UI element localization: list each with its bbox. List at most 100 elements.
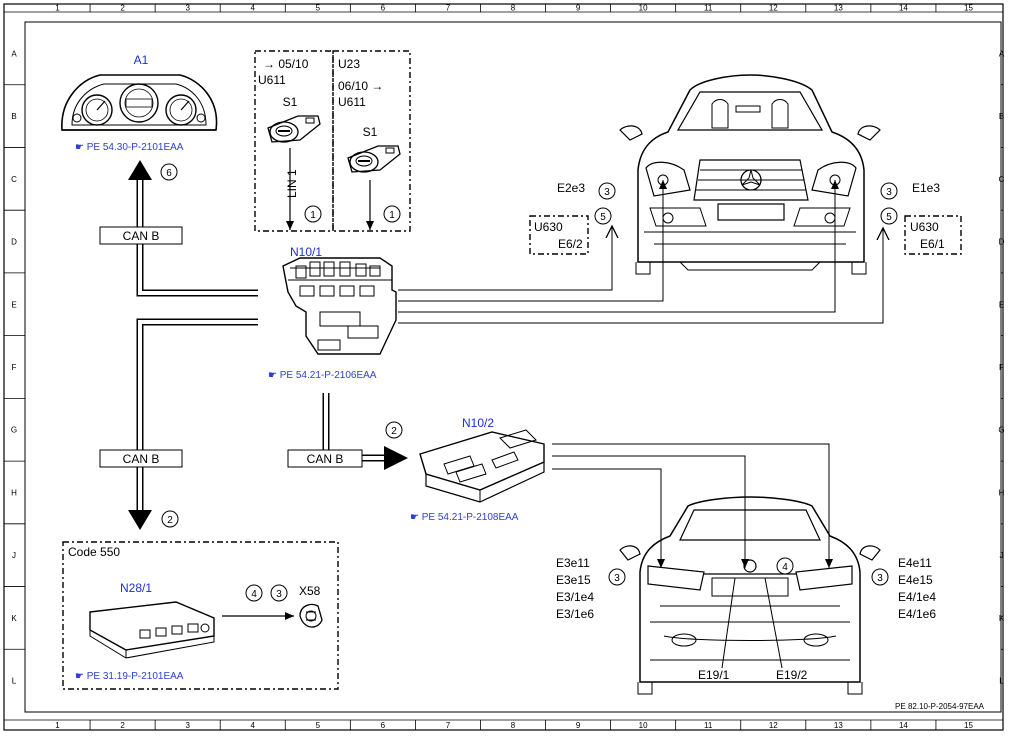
grid-col-bottom-label: 3 bbox=[185, 721, 190, 730]
svg-text:3: 3 bbox=[886, 187, 892, 198]
can-b-box-mid bbox=[99, 449, 183, 468]
circle-n28: 2 bbox=[161, 510, 179, 528]
rear-bottom-right-label: E19/2 bbox=[776, 668, 808, 682]
grid-row-left-label: C bbox=[11, 175, 17, 184]
module-n10-1 bbox=[282, 257, 397, 355]
grid-col-top-label: 11 bbox=[704, 4, 713, 13]
grid-col-top-label: 1 bbox=[55, 4, 60, 13]
rear-left-label-4: E3/1e6 bbox=[556, 607, 594, 621]
grid-col-bottom-label: 7 bbox=[446, 721, 451, 730]
circle-x58-b: 3 bbox=[270, 584, 288, 602]
n10-1-ref-link[interactable]: ☛ PE 54.21-P-2106EAA bbox=[268, 370, 377, 381]
grid-col-bottom-label: 4 bbox=[251, 721, 256, 730]
grid-col-top-label: 12 bbox=[769, 4, 778, 13]
front-left-lamp-label: E2e3 bbox=[557, 181, 585, 195]
svg-text:3: 3 bbox=[276, 589, 282, 600]
grid-row-left-label: L bbox=[12, 677, 17, 686]
grid-row-right-label: K bbox=[999, 614, 1005, 623]
front-right-box-line1: U630 bbox=[910, 220, 939, 234]
svg-text:5: 5 bbox=[886, 212, 892, 223]
grid-col-bottom-label: 9 bbox=[576, 721, 581, 730]
switch-left-line1: → 05/10 bbox=[263, 57, 309, 71]
rear-right-label-3: E4/1e4 bbox=[898, 590, 936, 604]
grid-row-right-label: J bbox=[1000, 551, 1004, 560]
n28-1-label: N28/1 bbox=[120, 581, 152, 595]
grid-col-top-label: 10 bbox=[639, 4, 648, 13]
grid-labels: 1122334455667788991010111112121313141415… bbox=[11, 4, 1005, 731]
grid-row-right-label: B bbox=[999, 112, 1004, 121]
circle-lin-left: 1 bbox=[304, 205, 322, 223]
line-e2e3 bbox=[398, 180, 667, 302]
front-right-box-line2: E6/1 bbox=[920, 237, 945, 251]
n28-1-ref-link[interactable]: ☛ PE 31.19-P-2101EAA bbox=[75, 671, 184, 682]
rear-left-label-3: E3/1e4 bbox=[556, 590, 594, 604]
switch-box-right bbox=[332, 50, 411, 232]
front-left-box-line2: E6/2 bbox=[558, 237, 583, 251]
line-rear-right bbox=[552, 443, 833, 568]
front-right-option-box bbox=[904, 215, 962, 255]
grid-col-bottom-label: 8 bbox=[511, 721, 516, 730]
grid-col-top-label: 7 bbox=[446, 4, 451, 13]
grid-row-right-label: L bbox=[999, 677, 1004, 686]
grid-row-left-label: B bbox=[11, 112, 16, 121]
svg-text:3: 3 bbox=[614, 573, 620, 584]
switch-left-s1: S1 bbox=[283, 95, 298, 109]
grid-row-left-label: G bbox=[11, 426, 17, 435]
grid-row-right-label: C bbox=[999, 175, 1005, 184]
grid-col-top-label: 8 bbox=[511, 4, 516, 13]
line-e6-1 bbox=[398, 228, 883, 324]
lin1-label: LIN 1 bbox=[285, 169, 299, 198]
line-rear-left bbox=[552, 468, 665, 568]
front-left-box-line1: U630 bbox=[534, 220, 563, 234]
svg-text:3: 3 bbox=[877, 573, 883, 584]
grid-col-top-label: 13 bbox=[834, 4, 843, 13]
svg-text:4: 4 bbox=[251, 589, 257, 600]
circle-a1: 6 bbox=[160, 163, 178, 181]
circle-n10-2: 2 bbox=[385, 421, 403, 439]
grid-col-bottom-label: 12 bbox=[769, 721, 778, 730]
circle-lin-right: 1 bbox=[383, 205, 401, 223]
outer-frame bbox=[3, 3, 1004, 731]
leader-e19-2 bbox=[764, 577, 783, 669]
grid-col-bottom-label: 1 bbox=[55, 721, 60, 730]
grid-col-top-label: 5 bbox=[316, 4, 321, 13]
can-b-label-top: CAN B bbox=[123, 229, 160, 243]
grid-row-left-label: H bbox=[11, 488, 17, 497]
line-rear-center bbox=[552, 455, 749, 568]
svg-text:2: 2 bbox=[391, 426, 397, 437]
rear-right-label-2: E4e15 bbox=[898, 573, 933, 587]
grid-col-bottom-label: 11 bbox=[704, 721, 713, 730]
grid-col-top-label: 4 bbox=[251, 4, 256, 13]
grid-col-top-label: 9 bbox=[576, 4, 581, 13]
grid-row-left-label: D bbox=[11, 238, 17, 247]
a1-label: A1 bbox=[134, 53, 149, 67]
rear-left-label-2: E3e15 bbox=[556, 573, 591, 587]
rear-right-label-1: E4e11 bbox=[898, 556, 932, 570]
switch-right-s1: S1 bbox=[363, 125, 378, 139]
svg-text:6: 6 bbox=[166, 168, 172, 179]
circle-rear-center: 4 bbox=[776, 557, 794, 575]
grid-col-top-label: 3 bbox=[185, 4, 190, 13]
switch-right-line2: 06/10 → bbox=[338, 79, 383, 93]
circle-e1e3-b: 5 bbox=[880, 207, 898, 225]
can-b-box-top bbox=[99, 226, 183, 245]
light-switch-right bbox=[347, 145, 401, 173]
can-bus-a1 bbox=[128, 160, 258, 297]
x58-label: X58 bbox=[299, 584, 321, 598]
grid-row-right-label: E bbox=[999, 300, 1004, 309]
grid-row-left-label: J bbox=[12, 551, 16, 560]
grid-col-bottom-label: 2 bbox=[120, 721, 125, 730]
code-550-box bbox=[62, 541, 339, 690]
instrument-cluster-a1 bbox=[61, 74, 218, 131]
leader-e19-1 bbox=[721, 577, 736, 669]
n10-2-ref-link[interactable]: ☛ PE 54.21-P-2108EAA bbox=[410, 512, 519, 523]
document-id: PE 82.10-P-2054-97EAA bbox=[895, 702, 985, 711]
line-e1e3 bbox=[398, 180, 839, 313]
light-switch-left bbox=[267, 115, 321, 143]
grid-row-right-label: G bbox=[998, 426, 1004, 435]
grid-row-left-label: K bbox=[11, 614, 17, 623]
car-rear-view bbox=[619, 496, 881, 695]
line-e6-2 bbox=[398, 226, 612, 291]
a1-ref-link[interactable]: ☛ PE 54.30-P-2101EAA bbox=[75, 142, 184, 153]
